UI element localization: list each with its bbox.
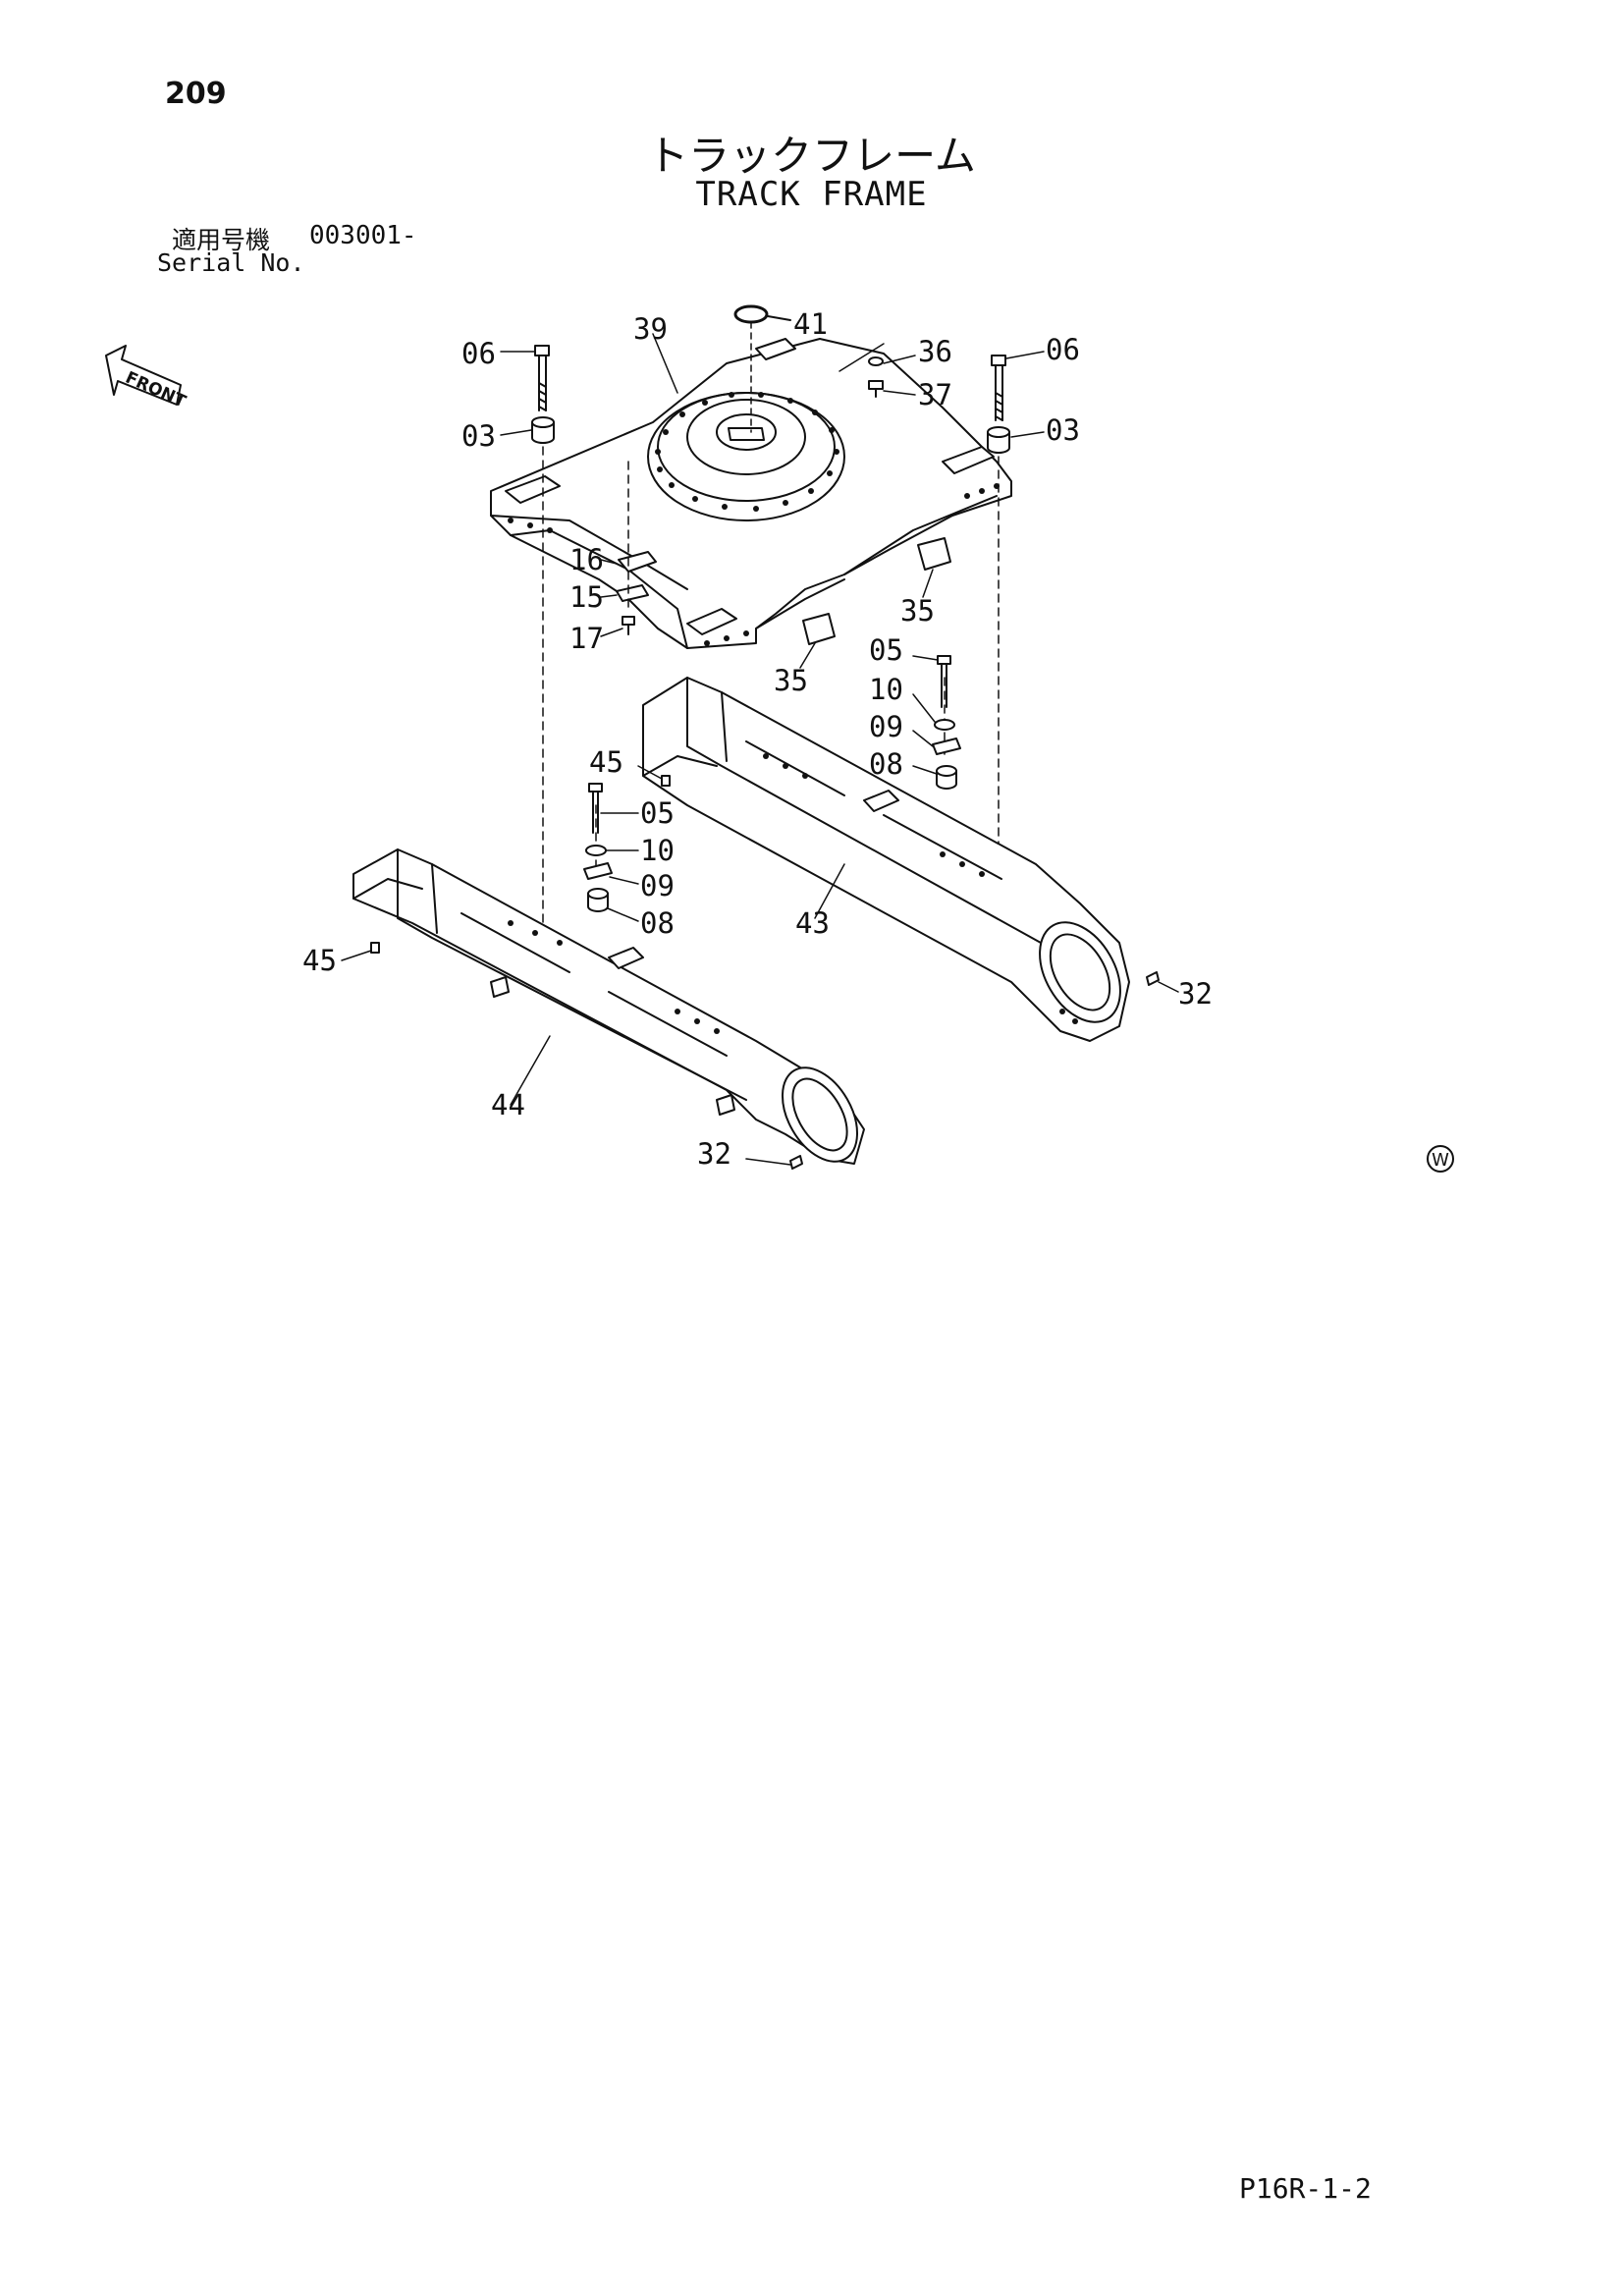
- callout-37: 37: [918, 378, 952, 411]
- callout-08-right: 08: [869, 747, 903, 781]
- callout-05-right: 05: [869, 633, 903, 667]
- callout-16: 16: [569, 543, 604, 576]
- callout-09-left: 09: [640, 869, 675, 902]
- callout-41: 41: [793, 307, 828, 341]
- callout-10-right: 10: [869, 673, 903, 706]
- callout-03-right: 03: [1046, 413, 1080, 447]
- page-number: 209: [165, 77, 227, 111]
- callout-09-right: 09: [869, 710, 903, 743]
- track-frame-left: [352, 848, 865, 1165]
- callout-45-upper: 45: [589, 745, 623, 779]
- circled-w-mark: W: [1427, 1145, 1454, 1173]
- callout-32-right: 32: [1178, 977, 1213, 1011]
- callout-36: 36: [918, 335, 952, 368]
- callout-06-right: 06: [1046, 333, 1080, 366]
- callout-44: 44: [491, 1088, 525, 1121]
- serial-label-japanese: 適用号機: [172, 226, 271, 254]
- callout-15: 15: [569, 580, 604, 614]
- serial-label-english: Serial No.: [157, 248, 305, 277]
- callout-17: 17: [569, 622, 604, 655]
- serial-number-value: 003001-: [309, 221, 417, 250]
- callout-35-left: 35: [774, 664, 808, 697]
- title-japanese: トラックフレーム: [647, 132, 976, 180]
- callout-45-lower: 45: [302, 944, 337, 977]
- bolt-06-left: [534, 345, 550, 411]
- front-arrow-icon: FRONT: [105, 345, 189, 412]
- callout-43: 43: [795, 906, 830, 940]
- circled-w-letter: W: [1432, 1150, 1449, 1171]
- callout-03-left: 03: [461, 419, 496, 453]
- callout-32-left: 32: [697, 1137, 731, 1171]
- bolt-06-right: [991, 355, 1006, 421]
- title-english: TRACK FRAME: [695, 175, 928, 214]
- callout-08-left: 08: [640, 906, 675, 940]
- center-frame: [490, 338, 1012, 649]
- callout-10-left: 10: [640, 834, 675, 867]
- callout-39: 39: [633, 312, 668, 346]
- track-frame-right: [642, 677, 1130, 1042]
- callout-06-left: 06: [461, 337, 496, 370]
- callout-35-right: 35: [900, 594, 935, 628]
- callout-05-left: 05: [640, 796, 675, 830]
- footer-page-code: P16R-1-2: [1239, 2172, 1372, 2205]
